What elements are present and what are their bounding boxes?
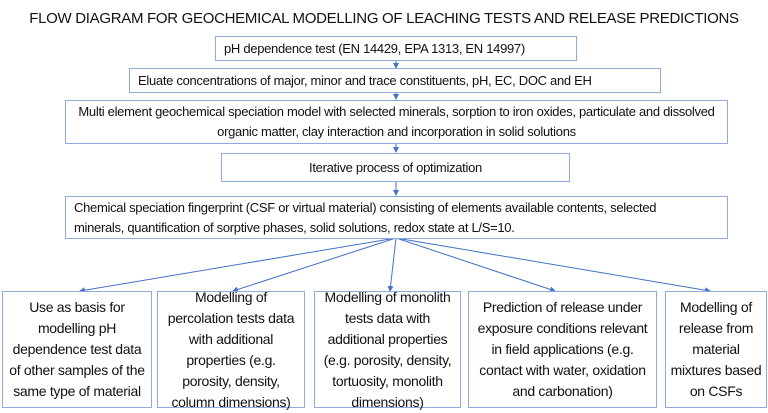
step-speciation-model: Multi element geochemical speciation mod… xyxy=(65,100,728,144)
step-chemical-speciation-fingerprint: Chemical speciation fingerprint (CSF or … xyxy=(65,196,728,239)
outcome-mixture-modelling: Modelling of release from material mixtu… xyxy=(665,291,767,408)
step-iterative-optimization: Iterative process of optimization xyxy=(221,153,570,182)
outcome-release-prediction: Prediction of release under exposure con… xyxy=(468,291,657,408)
outcome-percolation-modelling: Modelling of percolation tests data with… xyxy=(157,289,305,410)
step-ph-dependence-test: pH dependence test (EN 14429, EPA 1313, … xyxy=(215,36,577,61)
outcome-monolith-modelling: Modelling of monolith tests data with ad… xyxy=(314,289,461,410)
arrow-5-d xyxy=(395,237,556,293)
step-eluate-concentrations: Eluate concentrations of major, minor an… xyxy=(129,68,661,93)
arrow-5-a xyxy=(79,237,397,294)
arrow-5-b xyxy=(232,237,397,293)
arrow-5-c xyxy=(387,237,397,292)
diagram-title: FLOW DIAGRAM FOR GEOCHEMICAL MODELLING O… xyxy=(29,10,739,27)
arrow-5-e xyxy=(395,237,711,294)
outcome-ph-dependence-modelling: Use as basis for modelling pH dependence… xyxy=(2,291,152,408)
